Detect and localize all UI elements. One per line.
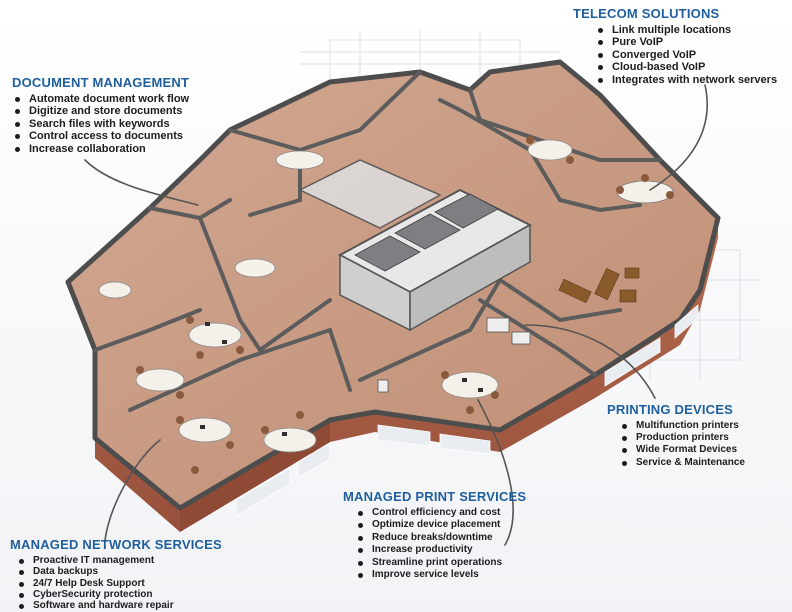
lounge-sofas xyxy=(558,267,640,304)
list-item: Cloud-based VoIP xyxy=(595,61,777,73)
list-item: Control efficiency and cost xyxy=(355,507,526,519)
list-item: Multifunction printers xyxy=(619,420,745,432)
managed-print-services-title: MANAGED PRINT SERVICES xyxy=(343,489,527,504)
document-management-title: DOCUMENT MANAGEMENT xyxy=(12,75,190,90)
windows xyxy=(235,304,699,517)
list-item: Pure VoIP xyxy=(595,36,777,48)
managed-network-services-list: Proactive IT management Data backups 24/… xyxy=(16,555,222,611)
list-item: Automate document work flow xyxy=(12,93,189,105)
printing-devices-callout: PRINTING DEVICES Multifunction printers … xyxy=(607,402,745,469)
list-item: Integrates with network servers xyxy=(595,74,777,86)
document-management-callout: DOCUMENT MANAGEMENT Automate document wo… xyxy=(12,75,189,155)
list-item: Data backups xyxy=(16,566,222,577)
list-item: Control access to documents xyxy=(12,130,189,142)
list-item: Software and hardware repair xyxy=(16,600,222,611)
workstation-clusters xyxy=(98,136,674,474)
leader-line-managed-print xyxy=(477,399,514,546)
managed-print-services-list: Control efficiency and cost Optimize dev… xyxy=(355,507,526,581)
managed-print-services-callout: MANAGED PRINT SERVICES Control efficienc… xyxy=(343,489,526,581)
list-item: 24/7 Help Desk Support xyxy=(16,578,222,589)
printing-devices-title: PRINTING DEVICES xyxy=(607,402,733,417)
leader-line-printing xyxy=(524,324,656,399)
list-item: Production printers xyxy=(619,432,745,444)
document-management-list: Automate document work flow Digitize and… xyxy=(12,93,189,155)
list-item: CyberSecurity protection xyxy=(16,589,222,600)
telecom-solutions-list: Link multiple locations Pure VoIP Conver… xyxy=(595,24,777,86)
printers xyxy=(377,317,531,393)
list-item: Service & Maintenance xyxy=(619,457,745,469)
list-item: Wide Format Devices xyxy=(619,444,745,456)
list-item: Increase collaboration xyxy=(12,143,189,155)
leader-lines xyxy=(84,84,708,546)
telecom-solutions-title: TELECOM SOLUTIONS xyxy=(573,6,720,21)
server-room xyxy=(298,159,533,332)
list-item: Search files with keywords xyxy=(12,118,189,130)
list-item: Link multiple locations xyxy=(595,24,777,36)
leader-line-telecom xyxy=(649,84,708,191)
list-item: Reduce breaks/downtime xyxy=(355,532,526,544)
list-item: Proactive IT management xyxy=(16,555,222,566)
printing-devices-list: Multifunction printers Production printe… xyxy=(619,420,745,469)
list-item: Digitize and store documents xyxy=(12,105,189,117)
leader-line-managed-network xyxy=(104,439,161,541)
list-item: Streamline print operations xyxy=(355,557,526,569)
telecom-solutions-callout: TELECOM SOLUTIONS Link multiple location… xyxy=(573,6,777,86)
list-item: Increase productivity xyxy=(355,544,526,556)
list-item: Optimize device placement xyxy=(355,519,526,531)
managed-network-services-title: MANAGED NETWORK SERVICES xyxy=(10,537,222,552)
leader-line-document-management xyxy=(84,159,199,206)
list-item: Converged VoIP xyxy=(595,49,777,61)
managed-network-services-callout: MANAGED NETWORK SERVICES Proactive IT ma… xyxy=(10,537,222,611)
interior-walls xyxy=(93,70,662,412)
list-item: Improve service levels xyxy=(355,569,526,581)
